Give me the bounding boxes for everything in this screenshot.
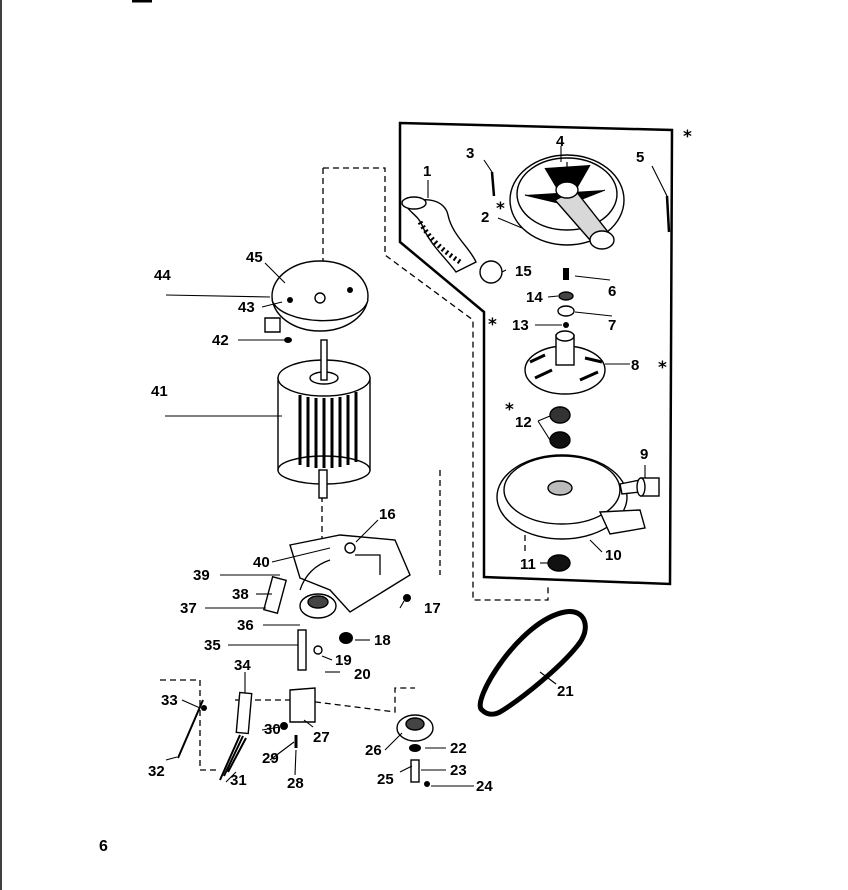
callout-28: 28	[287, 775, 304, 792]
callout-32: 32	[148, 763, 165, 780]
callout-8: 8	[631, 357, 639, 374]
callout-6: 6	[608, 283, 616, 300]
callout-44: 44	[154, 267, 171, 284]
part-motor	[277, 339, 371, 499]
part-nut-7	[557, 305, 575, 317]
callout-33: 33	[161, 692, 178, 709]
pump-assembly-enclosure	[398, 121, 674, 586]
part-spring-31	[219, 734, 247, 781]
part-13	[563, 322, 569, 328]
callout-30: 30	[264, 721, 281, 738]
callout-7: 7	[608, 317, 616, 334]
part-transmission-pulley	[396, 714, 434, 742]
part-screw-3	[490, 171, 496, 197]
callout-12: 12	[515, 414, 532, 431]
part-spacer-42	[284, 337, 292, 343]
part-rod-34	[235, 691, 253, 735]
callout-26: 26	[365, 742, 382, 759]
callout-23: 23	[450, 762, 467, 779]
callout-41: 41	[151, 383, 168, 400]
callout-39: 39	[193, 567, 210, 584]
callout-1: 1	[423, 163, 431, 180]
callout-15: 15	[515, 263, 532, 280]
callout-16: 16	[379, 506, 396, 523]
part-seal-lower	[549, 431, 571, 449]
part-33	[201, 705, 207, 711]
part-motor-pulley	[299, 593, 337, 619]
part-grommet-18	[339, 632, 353, 644]
callout-11: 11	[520, 556, 536, 573]
part-32	[177, 699, 204, 759]
callout-9: 9	[640, 446, 648, 463]
callout-38: 38	[232, 586, 249, 603]
part-drive-belt	[477, 609, 588, 717]
assembly-markers: * * * * *	[488, 127, 692, 420]
part-30	[280, 722, 288, 730]
part-shaft-23	[410, 759, 420, 783]
part-screw-5	[665, 195, 671, 233]
part-switch-38	[262, 575, 288, 615]
callout-17: 17	[424, 600, 441, 617]
part-link-35	[297, 629, 307, 671]
part-mounting-plate	[289, 534, 411, 613]
callout-45: 45	[246, 249, 263, 266]
part-nut-17	[403, 594, 411, 602]
callout-2: 2	[481, 209, 489, 226]
part-seal-11	[547, 554, 571, 572]
part-22	[409, 744, 421, 752]
asterisk-marker-5: *	[683, 127, 692, 147]
callout-5: 5	[636, 149, 644, 166]
part-bracket-27	[289, 687, 316, 723]
callout-labels: 1 2 3 4 5 6 7 8 9 10 11 12 13 14 15 16 1…	[148, 133, 648, 795]
callout-14: 14	[526, 289, 543, 306]
part-19	[313, 645, 323, 655]
part-motor-bracket	[264, 260, 369, 333]
callout-35: 35	[204, 637, 221, 654]
callout-22: 22	[450, 740, 467, 757]
leader-lines	[165, 146, 668, 787]
callout-20: 20	[354, 666, 371, 683]
part-sleeve-9	[636, 477, 660, 497]
callout-10: 10	[605, 547, 622, 564]
callout-29: 29	[262, 750, 279, 767]
page-number: 6	[99, 838, 108, 855]
callout-25: 25	[377, 771, 394, 788]
callout-37: 37	[180, 600, 197, 617]
callout-18: 18	[374, 632, 391, 649]
part-24	[424, 781, 430, 787]
callout-21: 21	[557, 683, 574, 700]
asterisk-marker-4: *	[658, 358, 667, 378]
callout-40: 40	[253, 554, 270, 571]
callout-43: 43	[238, 299, 255, 316]
callout-13: 13	[512, 317, 529, 334]
asterisk-marker-1: *	[496, 199, 505, 219]
part-pump-cover	[509, 154, 625, 250]
callout-19: 19	[335, 652, 352, 669]
callout-24: 24	[476, 778, 493, 795]
callout-4: 4	[556, 133, 565, 150]
callout-42: 42	[212, 332, 229, 349]
part-hose-clamp	[479, 260, 503, 284]
callout-3: 3	[466, 145, 474, 162]
part-pump-housing	[496, 454, 646, 540]
callout-31: 31	[230, 772, 247, 789]
part-screw-6	[563, 268, 569, 280]
part-seal-upper	[549, 406, 571, 424]
asterisk-marker-2: *	[488, 315, 497, 335]
part-hose-elbow	[401, 196, 477, 273]
callout-34: 34	[234, 657, 251, 674]
callout-27: 27	[313, 729, 330, 746]
asterisk-marker-3: *	[505, 400, 514, 420]
part-washer-14	[558, 291, 574, 301]
part-impeller	[524, 330, 606, 395]
callout-36: 36	[237, 617, 254, 634]
